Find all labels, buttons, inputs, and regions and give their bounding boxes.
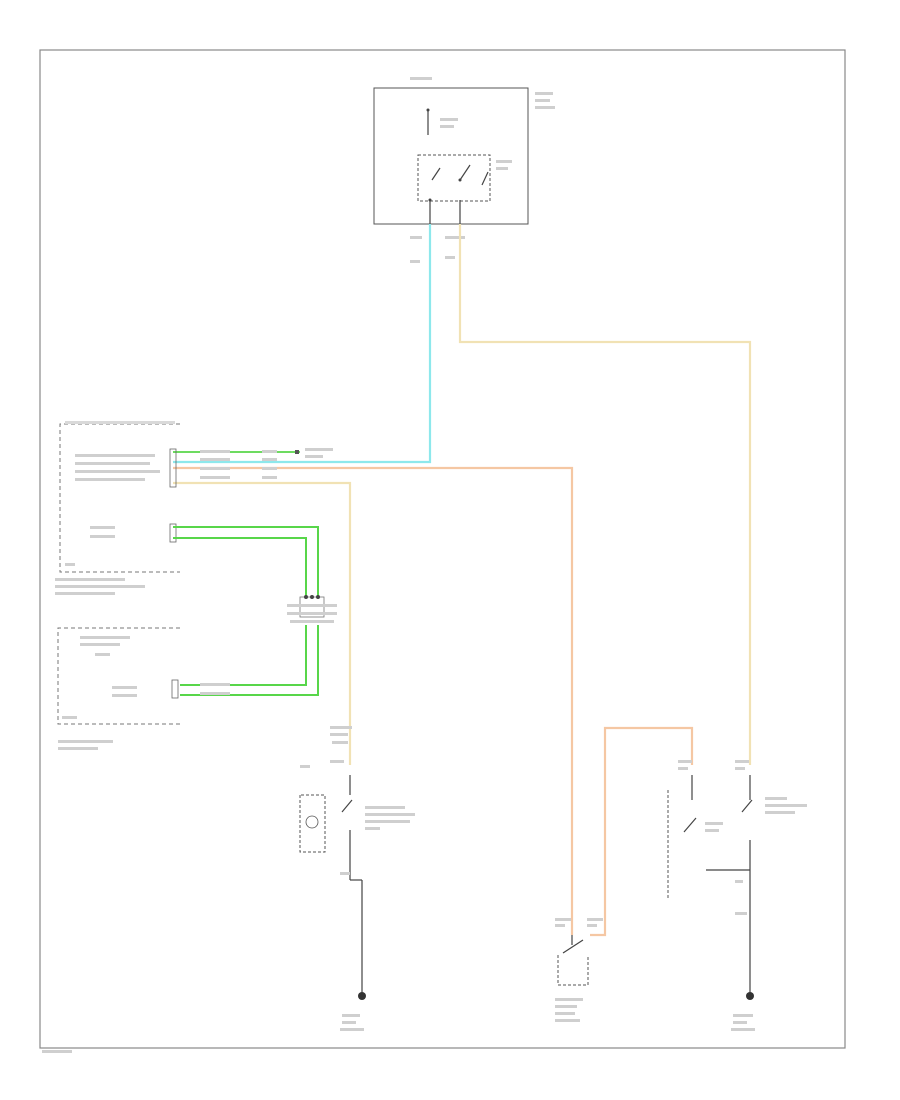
instrument-cluster — [57, 627, 230, 750]
wire-green-data-1 — [173, 526, 319, 597]
right-relay-assembly — [667, 760, 807, 1031]
top-relay-block — [373, 87, 529, 225]
module-tiny-labels — [55, 421, 333, 595]
wire-lt-blue — [173, 224, 432, 464]
wire-tan-right — [458, 224, 752, 765]
wire-green-data-2 — [173, 537, 307, 597]
wire-green-data-4 — [180, 625, 307, 686]
splice-pack — [287, 595, 337, 623]
body-control-module — [59, 423, 180, 573]
wire-orange — [173, 466, 574, 935]
left-brake-switch — [299, 726, 415, 1031]
wire-orange-loop — [590, 726, 694, 937]
top-block-tiny-labels — [410, 77, 555, 263]
wire-tan-left — [173, 481, 352, 765]
footer-code-mark — [42, 1050, 72, 1053]
diagram-frame — [39, 49, 846, 1049]
bottom-middle-switch — [555, 918, 603, 1022]
